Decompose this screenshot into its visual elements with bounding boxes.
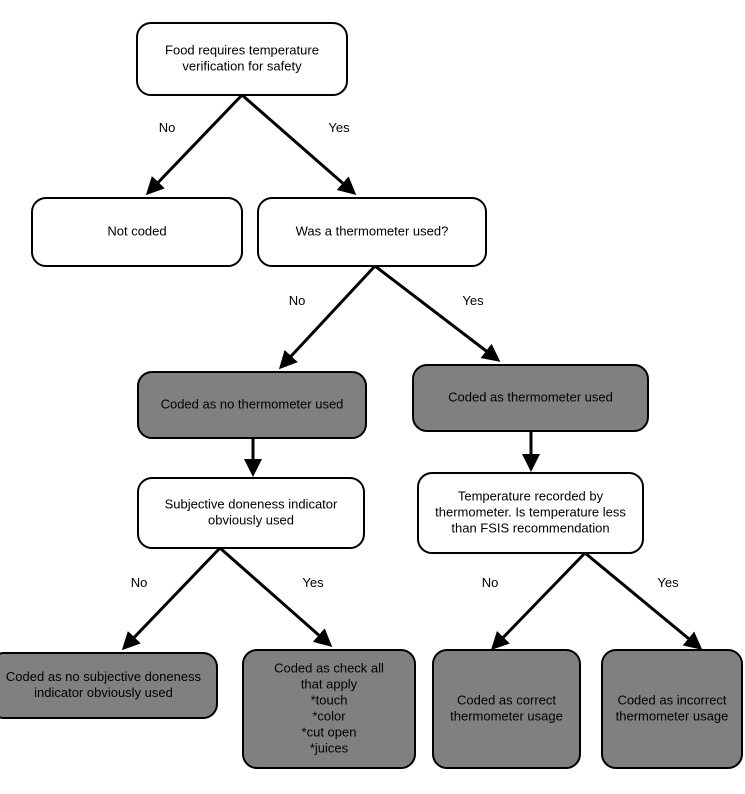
node-label-n4-line-0: Coded as no thermometer used — [161, 396, 344, 411]
node-label-n6-line-0: Subjective doneness indicator — [165, 496, 338, 511]
node-label-n9-line-4: *cut open — [302, 724, 357, 739]
edge-label-no: No — [159, 120, 176, 135]
node-label-n9-line-2: *touch — [311, 692, 348, 707]
node-label-n8-line-0: Coded as no subjective doneness — [6, 669, 202, 684]
edge-n7-to-n11: Yes — [584, 551, 703, 650]
node-n5[interactable]: Coded as thermometer used — [412, 364, 649, 432]
edge-arrow-icon — [121, 546, 222, 651]
edge-n3-to-n5: Yes — [374, 264, 501, 362]
node-label-n10-line-1: thermometer usage — [450, 708, 563, 723]
node-n8[interactable]: Coded as no subjective donenessindicator… — [0, 652, 218, 719]
edge-n1-to-n3: Yes — [241, 93, 357, 195]
edge-n7-to-n10: No — [482, 551, 587, 651]
node-label-n8-line-1: indicator obviously used — [34, 685, 173, 700]
node-shape-n9[interactable] — [242, 649, 416, 769]
edge-arrow-icon — [145, 93, 244, 196]
edge-label-yes: Yes — [302, 575, 324, 590]
edge-arrow-icon — [278, 264, 377, 370]
edge-label-no: No — [289, 293, 306, 308]
edge-label-no: No — [131, 575, 148, 590]
node-label-n11-line-1: thermometer usage — [616, 708, 729, 723]
node-label-n7-line-0: Temperature recorded by — [458, 488, 604, 503]
edge-n3-to-n4: No — [278, 264, 377, 370]
node-shape-n10[interactable] — [432, 649, 581, 769]
edge-n6-to-n9: Yes — [219, 546, 333, 647]
node-n3[interactable]: Was a thermometer used? — [257, 197, 487, 267]
edge-arrow-icon — [374, 264, 501, 362]
node-label-n3-line-0: Was a thermometer used? — [296, 223, 449, 238]
edge-arrow-icon — [219, 546, 333, 647]
node-shape-n11[interactable] — [601, 649, 743, 769]
node-label-n11-line-0: Coded as incorrect — [617, 692, 726, 707]
node-label-n7-line-1: thermometer. Is temperature less — [435, 504, 626, 519]
node-shape-n2[interactable] — [31, 197, 243, 267]
node-shape-n7[interactable] — [417, 472, 644, 554]
node-n4[interactable]: Coded as no thermometer used — [137, 371, 367, 439]
node-label-n7-line-2: than FSIS recommendation — [451, 520, 609, 535]
node-label-n1-line-0: Food requires temperature — [165, 42, 319, 57]
edge-label-yes: Yes — [462, 293, 484, 308]
edge-label-yes: Yes — [328, 120, 350, 135]
edge-arrow-icon — [584, 551, 703, 650]
node-label-n9-line-0: Coded as check all — [274, 660, 384, 675]
edge-n1-to-n2: No — [145, 93, 244, 196]
node-shape-n1[interactable] — [136, 22, 348, 96]
node-n2[interactable]: Not coded — [31, 197, 243, 267]
node-shape-n5[interactable] — [412, 364, 649, 432]
node-label-n6-line-1: obviously used — [208, 512, 294, 527]
node-label-n10-line-0: Coded as correct — [457, 692, 556, 707]
node-shape-n3[interactable] — [257, 197, 487, 267]
node-shape-n6[interactable] — [137, 477, 365, 549]
node-label-n5-line-0: Coded as thermometer used — [448, 389, 613, 404]
edge-arrow-icon — [490, 551, 587, 651]
node-label-n9-line-3: *color — [312, 708, 346, 723]
edge-arrow-icon — [241, 93, 357, 195]
edge-label-yes: Yes — [657, 575, 679, 590]
node-shape-n4[interactable] — [137, 371, 367, 439]
node-shape-n8[interactable] — [0, 652, 218, 719]
node-label-n2-line-0: Not coded — [107, 223, 166, 238]
node-label-n9-line-1: that apply — [301, 676, 358, 691]
node-label-n1-line-1: verification for safety — [182, 58, 302, 73]
edge-n6-to-n8: No — [121, 546, 222, 651]
node-label-n9-line-5: *juices — [310, 740, 349, 755]
edge-label-no: No — [482, 575, 499, 590]
